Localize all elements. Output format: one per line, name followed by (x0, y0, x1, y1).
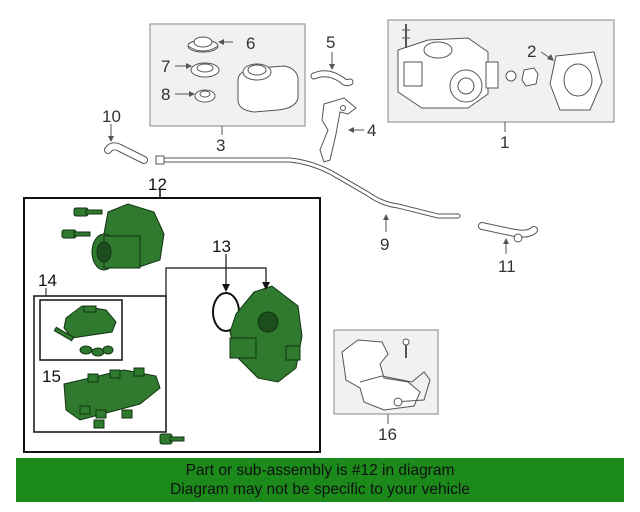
banner-line-2: Diagram may not be specific to your vehi… (170, 481, 470, 498)
callout-4: 4 (367, 121, 376, 140)
pipe-9 (155, 155, 461, 232)
callout-10: 10 (102, 107, 121, 126)
callout-12: 12 (148, 175, 167, 194)
callout-3: 3 (216, 136, 225, 155)
callout-1: 1 (500, 133, 509, 152)
group-12-box (23, 190, 321, 453)
group-16-box (333, 329, 439, 424)
callout-13: 13 (212, 237, 231, 256)
banner-line-1: Part or sub-assembly is #12 in diagram (185, 462, 455, 479)
info-banner: Part or sub-assembly is #12 in diagram D… (16, 458, 624, 502)
callout-11: 11 (498, 257, 516, 276)
callout-9: 9 (380, 235, 389, 254)
callout-16: 16 (378, 425, 397, 444)
group-1-box (387, 19, 615, 132)
callout-6: 6 (246, 34, 255, 53)
hose-10 (104, 124, 148, 164)
hose-5 (310, 52, 354, 87)
group-3-box (149, 23, 306, 135)
callout-7: 7 (161, 57, 170, 76)
parts-diagram: 6 7 8 3 2 1 5 4 (23, 19, 615, 453)
callout-14: 14 (38, 271, 57, 290)
bracket-4 (319, 97, 364, 163)
callout-2: 2 (527, 42, 536, 61)
callout-8: 8 (161, 85, 170, 104)
callout-5: 5 (326, 33, 335, 52)
hose-11 (478, 222, 538, 254)
callout-15: 15 (42, 367, 61, 386)
